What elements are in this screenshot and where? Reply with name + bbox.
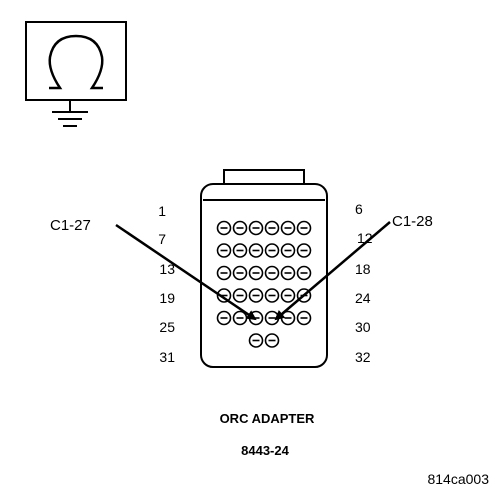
row-label-right: 6 [355,201,363,217]
figure-id: 814ca003 [427,471,489,487]
row-label-left: 25 [159,319,175,335]
connector-pin [296,220,312,236]
adapter-name: ORC ADAPTER [220,411,315,426]
callout-c1-27: C1-27 [50,217,91,234]
row-label-left: 31 [159,349,175,365]
row-label-right: 30 [355,319,371,335]
row-label-right: 32 [355,349,371,365]
connector-pin [280,265,296,281]
ohmmeter-symbol [25,21,127,101]
ohmmeter-box [25,21,127,101]
arrow-c1-28 [274,221,391,321]
connector-pin [232,288,248,303]
ground-icon [52,100,88,127]
connector-pin [264,243,280,258]
connector-pin [232,265,248,281]
row-label-left: 1 [158,203,166,219]
connector-pin [280,243,296,258]
connector-pin [280,288,296,303]
arrow-c1-27 [115,223,257,321]
connector-pin [280,220,296,236]
connector-pin [232,243,248,258]
connector-pin [248,333,264,348]
row-label-left: 19 [159,290,175,306]
callout-c1-28: C1-28 [392,213,433,230]
connector-pin [296,243,312,258]
row-label-left: 13 [159,261,175,277]
connector-pin [296,265,312,281]
connector-pin [264,333,280,348]
connector-pin [248,220,264,236]
connector-pin [264,288,280,303]
connector-pin [216,220,232,236]
connector-pin [248,265,264,281]
row-label-right: 18 [355,261,371,277]
connector-pin [296,310,312,326]
orc-adapter-connector [200,169,328,368]
connector-pin [264,265,280,281]
adapter-part-number: 8443-24 [241,443,289,458]
connector-pin [216,265,232,281]
row-label-left: 7 [158,231,166,247]
connector-pin [232,310,248,326]
connector-pin [216,243,232,258]
omega-icon [48,34,104,90]
row-label-right: 12 [357,230,373,246]
connector-pin [248,243,264,258]
connector-pin [248,288,264,303]
row-label-right: 24 [355,290,371,306]
connector-pin [264,220,280,236]
connector-pin [232,220,248,236]
connector-pin [216,310,232,326]
